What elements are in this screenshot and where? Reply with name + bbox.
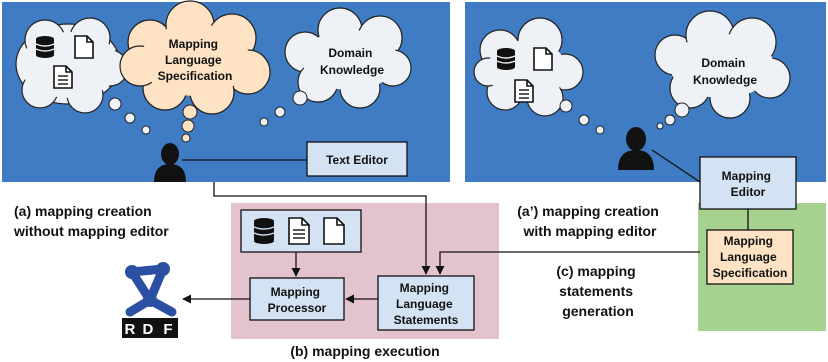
caption-a2-line-2: with mapping editor — [523, 223, 658, 239]
spec-cloud-line-1: Mapping — [169, 37, 218, 51]
text-document-icon — [53, 65, 73, 89]
file-icon — [74, 35, 94, 59]
editor-to-statements-arrow — [213, 182, 431, 275]
mapping-editor-box — [699, 156, 797, 210]
svg-text:(a’) mapping creation with: (a’) mapping creation with mapping edito… — [517, 203, 662, 239]
person-icon-a2 — [618, 127, 654, 170]
domain-knowledge-cloud-a2 — [654, 10, 791, 119]
rdf-letter-d: D — [142, 321, 153, 338]
svg-text:(c) mapping statements: (c) mapping statements generation — [556, 263, 639, 319]
svg-text:Mapping Language Speci: Mapping Language Specification — [713, 234, 788, 280]
processor-line-2: Processor — [268, 301, 327, 315]
person-to-mapping-editor-connector — [651, 149, 701, 183]
text-document-icon-b — [288, 217, 310, 245]
text-editor-box — [306, 141, 408, 177]
file-icon-a2 — [533, 47, 553, 71]
caption-a-line-2: without mapping editor — [13, 223, 169, 239]
file-icon-b — [323, 217, 345, 245]
svg-text:Mapping Processor: Mapping Processor — [268, 285, 327, 315]
spec-box-line-2: Language — [720, 250, 777, 264]
statements-line-1: Mapping — [400, 281, 449, 295]
mapping-editor-line-2: Editor — [731, 185, 766, 199]
spec-cloud-line-2: Language — [165, 53, 222, 67]
person-icon-a — [154, 143, 186, 182]
statements-line-3: Statements — [394, 313, 459, 327]
caption-b: (b) mapping execution — [290, 343, 439, 359]
caption-a2-line-1: (a’) mapping creation — [517, 203, 659, 219]
svg-text:R D F: R D F — [124, 321, 172, 338]
svg-text:(a) mapping creation witho: (a) mapping creation without mapping edi… — [13, 203, 169, 239]
caption-c-line-1: (c) mapping — [556, 263, 635, 279]
spec-thought-cloud — [119, 0, 271, 115]
domain-cloud-a2-line-2: Knowledge — [693, 73, 757, 87]
caption-c-line-2: statements — [559, 283, 633, 299]
statements-line-2: Language — [396, 297, 453, 311]
domain-cloud-a-line-2: Knowledge — [320, 63, 384, 77]
database-icon-a2 — [496, 48, 516, 70]
caption-c-line-3: generation — [562, 303, 634, 319]
svg-text:Mapping Language State: Mapping Language Statements — [394, 281, 459, 327]
svg-text:Domain Knowledge: Domain Knowledge — [320, 46, 384, 77]
database-icon — [35, 36, 55, 58]
spec-box-line-1: Mapping — [724, 234, 773, 248]
text-document-icon-a2 — [514, 79, 534, 103]
thought-bubbles-a2 — [559, 99, 690, 135]
text-editor-label: Text Editor — [326, 153, 388, 167]
domain-knowledge-cloud-a — [284, 7, 412, 109]
caption-a-line-1: (a) mapping creation — [14, 203, 152, 219]
mapping-editor-line-1: Mapping — [722, 169, 771, 183]
mapping-statements-box — [377, 275, 475, 331]
domain-cloud-a2-line-1: Domain — [701, 56, 745, 70]
rdf-letter-f: F — [163, 321, 172, 338]
domain-cloud-a-line-1: Domain — [328, 46, 372, 60]
thought-bubbles-a — [108, 90, 308, 143]
svg-text:Mapping Editor: Mapping Editor — [722, 169, 775, 199]
database-icon-b — [253, 218, 275, 244]
rdf-letter-r: R — [124, 321, 135, 338]
editor-c-to-statements-arrow — [435, 251, 700, 275]
rdf-logo: R D F — [122, 262, 178, 338]
spec-box-line-3: Specification — [713, 266, 788, 280]
svg-text:Mapping Language Speci: Mapping Language Specification — [158, 37, 233, 83]
svg-text:Domain Knowledge: Domain Knowledge — [693, 56, 757, 87]
spec-box — [706, 229, 794, 285]
processor-line-1: Mapping — [271, 285, 320, 299]
spec-cloud-line-3: Specification — [158, 69, 233, 83]
